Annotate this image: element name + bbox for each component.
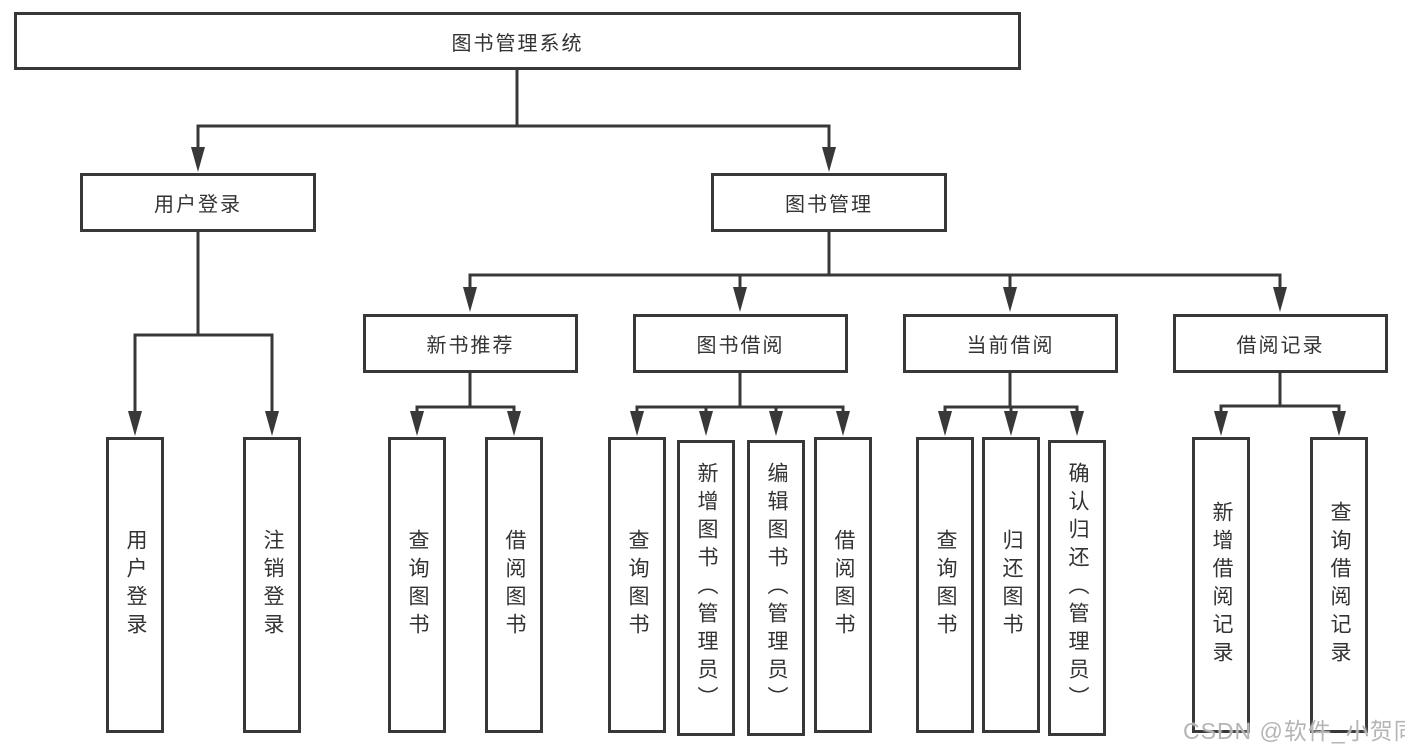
connector-new-book-recommend [415, 373, 516, 413]
arrow-down-icon [1273, 287, 1287, 312]
node-label: 注销登录 [261, 529, 284, 641]
leaf-borrow-add-book-admin: 新增图书（管理员） [677, 440, 735, 736]
arrow-down-icon [265, 411, 279, 436]
node-label: 图书管理 [785, 194, 873, 216]
node-label: 用户登录 [154, 194, 242, 216]
node-new-book-recommend: 新书推荐 [363, 314, 578, 373]
arrow-down-icon [769, 411, 783, 436]
node-label: 借阅记录 [1236, 335, 1325, 357]
arrow-down-icon [128, 411, 142, 436]
leaf-recommend-query-book: 查询图书 [388, 437, 446, 733]
node-label: 图书管理系统 [451, 32, 584, 55]
connector-borrow-record [1219, 373, 1341, 413]
node-label: 借阅图书 [503, 529, 526, 641]
leaf-borrow-query-book: 查询图书 [608, 437, 666, 733]
connector-current-borrow [943, 373, 1079, 413]
connector-book-borrow [635, 373, 845, 413]
arrow-down-icon [1003, 287, 1017, 312]
node-label: 新书推荐 [426, 335, 515, 357]
arrow-down-icon [191, 147, 205, 172]
arrow-down-icon [410, 411, 424, 436]
csdn-watermark: CSDN @软件_小贺同学 [1183, 718, 1405, 744]
connector-book-management [468, 232, 1282, 289]
node-book-management: 图书管理 [711, 173, 947, 232]
leaf-record-query-record: 查询借阅记录 [1310, 437, 1368, 733]
arrow-down-icon [463, 287, 477, 312]
connector-user-login [133, 232, 274, 413]
node-current-borrow: 当前借阅 [903, 314, 1118, 373]
connector-root [196, 70, 831, 149]
node-label: 归还图书 [1000, 529, 1023, 641]
node-label: 新增借阅记录 [1210, 501, 1233, 669]
leaf-borrow-borrow-book: 借阅图书 [814, 437, 872, 733]
node-label: 新增图书（管理员） [695, 462, 718, 714]
arrow-down-icon [1004, 411, 1018, 436]
node-label: 确认归还（管理员） [1066, 462, 1089, 714]
node-label: 查询借阅记录 [1328, 501, 1351, 669]
node-label: 查询图书 [406, 529, 429, 641]
arrow-down-icon [938, 411, 952, 436]
leaf-record-add-record: 新增借阅记录 [1192, 437, 1250, 733]
arrow-down-icon [507, 411, 521, 436]
arrow-down-icon [1332, 411, 1346, 436]
node-label: 编辑图书（管理员） [765, 462, 788, 714]
arrow-down-icon [836, 411, 850, 436]
node-label: 用户登录 [124, 529, 147, 641]
arrow-down-icon [822, 147, 836, 172]
leaf-login-logout: 注销登录 [243, 437, 301, 733]
node-book-borrow: 图书借阅 [633, 314, 848, 373]
arrow-down-icon [733, 287, 747, 312]
arrow-down-icon [630, 411, 644, 436]
node-borrow-record: 借阅记录 [1173, 314, 1388, 373]
leaf-borrow-edit-book-admin: 编辑图书（管理员） [747, 440, 805, 736]
leaf-current-confirm-return-admin: 确认归还（管理员） [1048, 440, 1106, 736]
arrow-down-icon [1214, 411, 1228, 436]
node-user-login: 用户登录 [80, 173, 316, 232]
node-label: 借阅图书 [832, 529, 855, 641]
node-label: 查询图书 [934, 529, 957, 641]
arrow-down-icon [1070, 411, 1084, 436]
leaf-login-user-login: 用户登录 [106, 437, 164, 733]
leaf-current-query-book: 查询图书 [916, 437, 974, 733]
node-library-management-system: 图书管理系统 [14, 12, 1021, 70]
node-label: 当前借阅 [966, 335, 1055, 357]
leaf-current-return-book: 归还图书 [982, 437, 1040, 733]
leaf-recommend-borrow-book: 借阅图书 [485, 437, 543, 733]
arrow-down-icon [699, 411, 713, 436]
node-label: 查询图书 [626, 529, 649, 641]
node-label: 图书借阅 [696, 335, 785, 357]
